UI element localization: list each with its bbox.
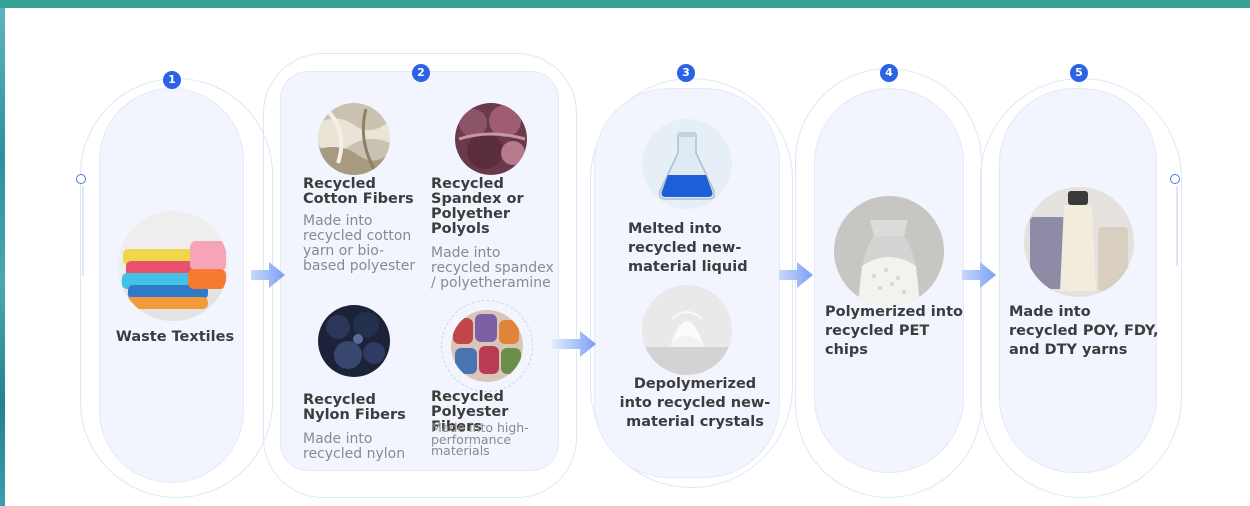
step-badge-2: 2	[412, 64, 430, 82]
cotton-fibers-desc: Made into recycled cotton yarn or bio-ba…	[303, 213, 416, 274]
liquid-flask-image	[642, 119, 732, 209]
step-4-label: Polymerized into recycled PET chips	[825, 304, 963, 358]
crystals-label: Depolymerized into recycled new-material…	[619, 376, 771, 430]
step-badge-4: 4	[880, 64, 898, 82]
spandex-polyols-desc: Made into recycled spandex / polyetheram…	[431, 245, 554, 291]
flow-arrow-3	[779, 261, 815, 289]
step-badge-3: 3	[677, 64, 695, 82]
step-badge-1: 1	[163, 71, 181, 89]
connector-ring-right	[1170, 174, 1180, 184]
crystals-image	[642, 285, 732, 375]
waste-textiles-image	[118, 211, 228, 321]
flow-arrow-4	[962, 261, 998, 289]
yarn-spools-image	[1024, 187, 1134, 297]
cotton-fibers-title: Recycled Cotton Fibers	[303, 176, 414, 207]
nylon-fibers-title: Recycled Nylon Fibers	[303, 392, 406, 423]
flow-arrow-2	[552, 330, 598, 358]
cotton-fibers-image	[318, 103, 390, 175]
connector-line-right	[1176, 186, 1178, 266]
step-1-label: Waste Textiles	[115, 329, 235, 345]
polyester-fibers-image	[451, 310, 523, 382]
step-badge-5: 5	[1070, 64, 1088, 82]
connector-line-left	[82, 186, 84, 276]
connector-ring-left	[76, 174, 86, 184]
liquid-label: Melted into recycled new-material liquid	[628, 221, 748, 275]
nylon-fibers-desc: Made into recycled nylon	[303, 431, 406, 462]
nylon-fibers-image	[318, 305, 390, 377]
top-band	[0, 0, 1250, 8]
flow-arrow-1	[251, 261, 287, 289]
recycling-process-diagram: 1 2 3 4 5 Waste Textiles	[5, 8, 1250, 506]
pet-chips-image	[834, 196, 944, 306]
left-edge-image	[0, 8, 5, 506]
polyester-image-ring	[441, 300, 533, 392]
spandex-polyols-image	[455, 103, 527, 175]
step-5-label: Made into recycled POY, FDY, and DTY yar…	[1009, 304, 1159, 358]
polyester-fibers-desc: Made into high-performance materials	[431, 420, 529, 458]
spandex-polyols-title: Recycled Spandex or Polyether Polyols	[431, 176, 524, 237]
polyester-fibers-title: Recycled Polyester Fibers	[431, 389, 509, 435]
